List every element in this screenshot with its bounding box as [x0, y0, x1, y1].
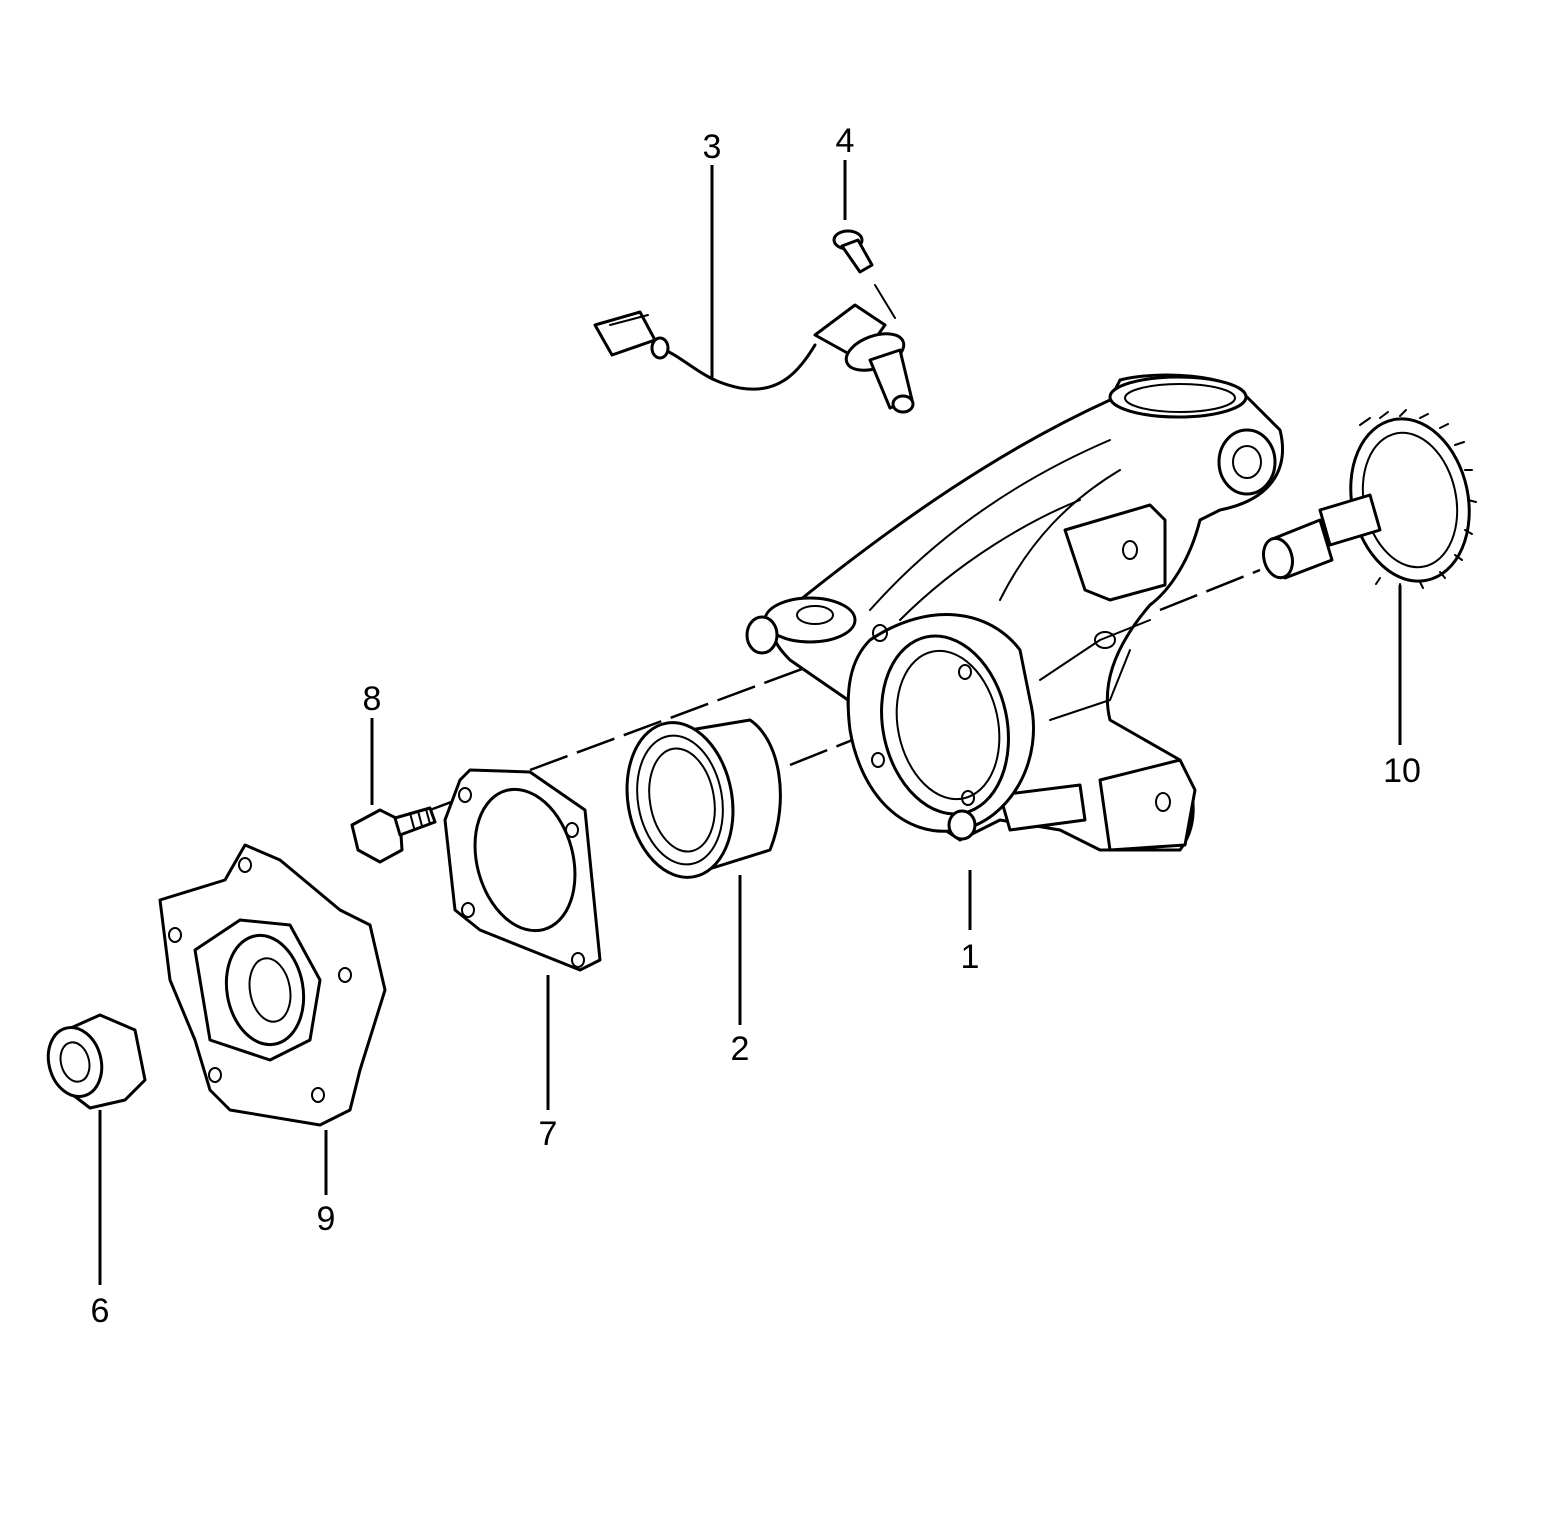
callout-numbers: 1 2 3 4 6 7 8 9 10: [91, 122, 1421, 1330]
callout-2: 2: [731, 1030, 750, 1068]
callout-8: 8: [363, 680, 382, 718]
leader-lines: [98, 160, 1402, 1285]
speed-sensor-part-3: [593, 303, 915, 414]
callout-10: 10: [1383, 752, 1421, 790]
callout-3: 3: [703, 128, 722, 166]
wheel-bearing-part-2: [625, 718, 782, 879]
drive-shaft-part-10: [1262, 409, 1477, 591]
callout-1: 1: [961, 938, 980, 976]
callout-4: 4: [836, 122, 855, 160]
callout-6: 6: [91, 1292, 110, 1330]
callout-7: 7: [539, 1115, 558, 1153]
sensor-screw-part-4: [832, 229, 896, 319]
hex-bolt-part-8: [350, 806, 437, 864]
callout-9: 9: [317, 1200, 336, 1238]
wheel-hub-part-9: [158, 843, 387, 1127]
wheel-carrier-part-1: [745, 373, 1284, 852]
collar-nut-part-6: [46, 1013, 147, 1110]
cover-plate-part-7: [443, 768, 602, 972]
